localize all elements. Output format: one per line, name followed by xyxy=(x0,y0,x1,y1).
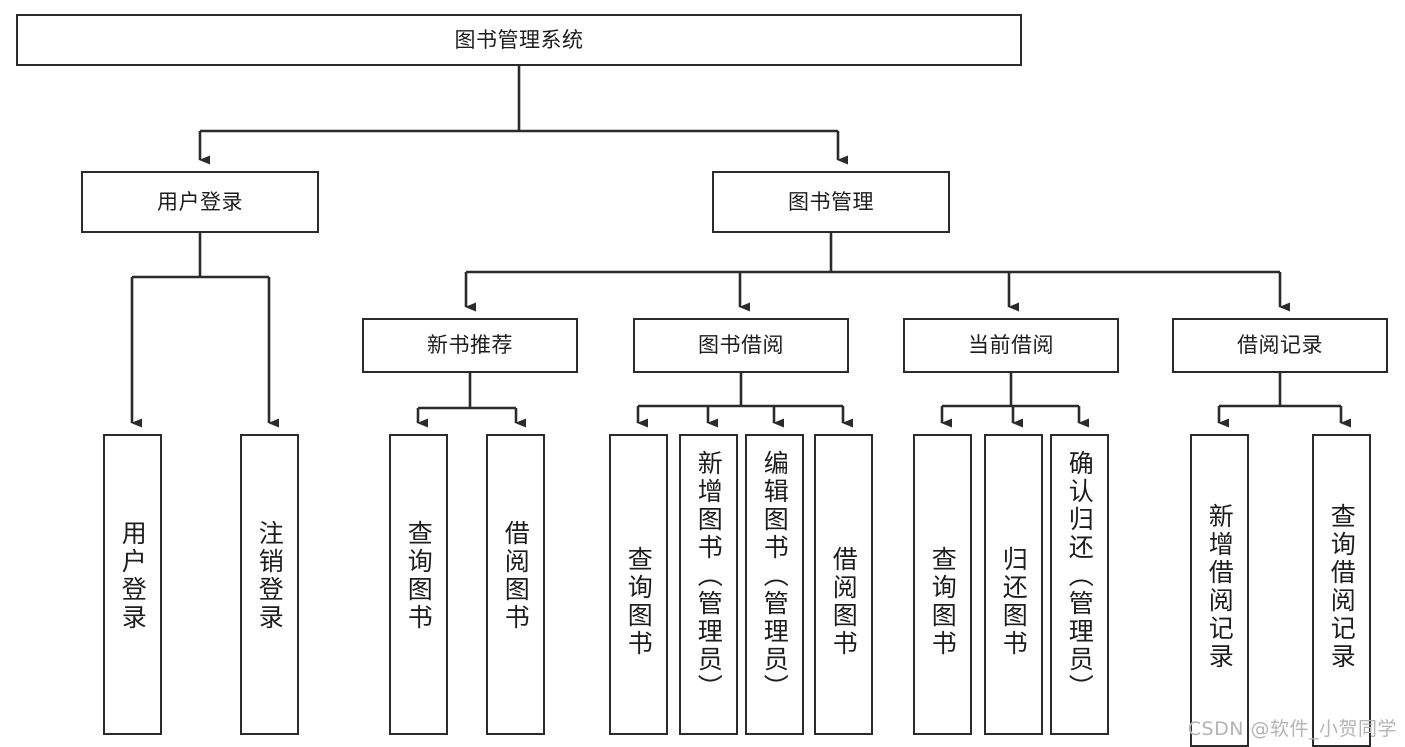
node-leaf-user-logout-label: 注销登录 xyxy=(255,520,285,632)
node-leaf-borrow-books-rec[interactable]: 借阅图书 xyxy=(486,434,545,735)
node-leaf-return-books[interactable]: 归还图书 xyxy=(984,434,1043,735)
node-leaf-query-borrow-record-label: 查询借阅记录 xyxy=(1327,503,1357,671)
node-leaf-add-borrow-record-label: 新增借阅记录 xyxy=(1205,503,1235,671)
node-new-book-rec[interactable]: 新书推荐 xyxy=(362,318,578,373)
node-book-manage-label: 图书管理 xyxy=(788,189,874,214)
node-leaf-edit-book-admin-label: 编辑图书（管理员） xyxy=(760,450,790,702)
node-leaf-add-book-admin[interactable]: 新增图书（管理员） xyxy=(679,434,738,735)
edge-newbookrec-to-leaves xyxy=(416,373,526,428)
node-new-book-rec-label: 新书推荐 xyxy=(427,333,513,358)
node-leaf-borrow-books-rec-label: 借阅图书 xyxy=(501,520,531,632)
node-leaf-query-books-current-label: 查询图书 xyxy=(928,546,958,658)
node-borrow-record-label: 借阅记录 xyxy=(1237,333,1323,358)
node-leaf-add-borrow-record[interactable]: 新增借阅记录 xyxy=(1190,434,1249,747)
node-user-login-label: 用户登录 xyxy=(157,189,243,214)
node-book-borrow[interactable]: 图书借阅 xyxy=(633,318,849,373)
node-current-borrow-label: 当前借阅 xyxy=(968,333,1054,358)
node-leaf-confirm-return-admin-label: 确认归还（管理员） xyxy=(1065,450,1095,702)
node-leaf-query-books-current[interactable]: 查询图书 xyxy=(913,434,972,735)
node-leaf-confirm-return-admin[interactable]: 确认归还（管理员） xyxy=(1050,434,1109,735)
watermark-text: CSDN @软件_小贺同学 xyxy=(1187,718,1397,740)
node-leaf-query-borrow-record[interactable]: 查询借阅记录 xyxy=(1312,434,1371,747)
node-leaf-add-book-admin-label: 新增图书（管理员） xyxy=(694,450,724,702)
node-leaf-borrow-books-borrow-label: 借阅图书 xyxy=(829,546,859,658)
node-book-manage[interactable]: 图书管理 xyxy=(712,171,950,233)
node-leaf-query-books-borrow[interactable]: 查询图书 xyxy=(609,434,668,735)
node-leaf-query-books-borrow-label: 查询图书 xyxy=(624,546,654,658)
node-leaf-query-books-rec-label: 查询图书 xyxy=(404,520,434,632)
edge-currentborrow-to-leaves xyxy=(940,373,1089,428)
node-leaf-return-books-label: 归还图书 xyxy=(999,546,1029,658)
node-root-label: 图书管理系统 xyxy=(454,27,584,52)
node-book-borrow-label: 图书借阅 xyxy=(698,333,784,358)
node-borrow-record[interactable]: 借阅记录 xyxy=(1172,318,1388,373)
node-leaf-user-login[interactable]: 用户登录 xyxy=(103,434,162,735)
node-root-book-management-system[interactable]: 图书管理系统 xyxy=(16,14,1022,66)
edge-bookmanage-to-level3 xyxy=(464,233,1290,312)
node-current-borrow[interactable]: 当前借阅 xyxy=(903,318,1119,373)
node-leaf-edit-book-admin[interactable]: 编辑图书（管理员） xyxy=(745,434,804,735)
node-leaf-user-login-label: 用户登录 xyxy=(118,520,148,632)
edge-bookborrow-to-leaves xyxy=(636,373,853,428)
node-leaf-query-books-rec[interactable]: 查询图书 xyxy=(389,434,448,735)
edge-userlogin-to-leaves xyxy=(130,233,279,428)
node-leaf-user-logout[interactable]: 注销登录 xyxy=(240,434,299,735)
edge-borrowrecord-to-leaves xyxy=(1217,373,1351,428)
node-leaf-borrow-books-borrow[interactable]: 借阅图书 xyxy=(814,434,873,735)
edge-root-to-level2 xyxy=(198,66,848,165)
node-user-login[interactable]: 用户登录 xyxy=(81,171,319,233)
